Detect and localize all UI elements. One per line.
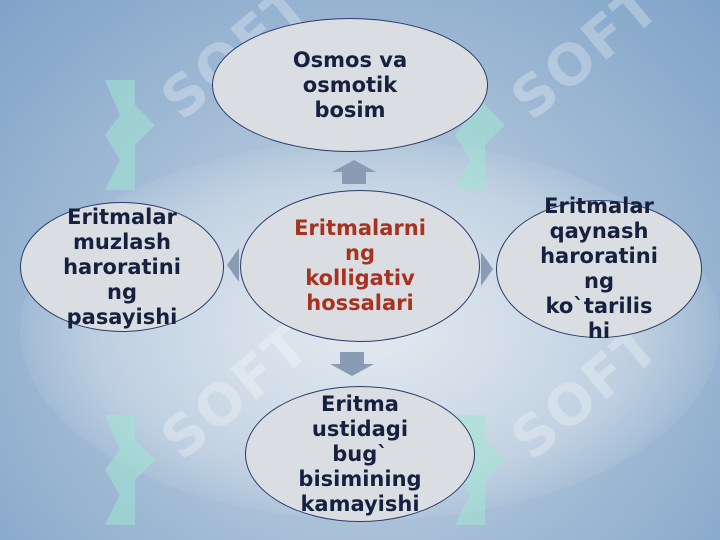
node-center: Eritmalarni ng kolligativ hossalari — [240, 190, 480, 342]
arrow-down-icon — [330, 352, 374, 376]
node-center-label: Eritmalarni ng kolligativ hossalari — [294, 216, 426, 315]
arrow-right-icon — [481, 252, 493, 286]
node-left: Eritmalar muzlash haroratini ng pasayish… — [20, 202, 224, 332]
watermark-logo-icon — [105, 80, 155, 190]
node-top-label: Osmos va osmotik bosim — [292, 47, 408, 122]
node-right-label: Eritmalar qaynash haroratini ng ko`taril… — [540, 194, 658, 343]
watermark-text: SOFT — [499, 0, 674, 133]
node-right: Eritmalar qaynash haroratini ng ko`taril… — [496, 194, 702, 343]
node-bottom: Eritma ustidagi bug` bisimining kamayish… — [245, 386, 475, 522]
node-left-label: Eritmalar muzlash haroratini ng pasayish… — [63, 204, 181, 329]
arrow-left-icon — [227, 248, 239, 282]
arrow-up-icon — [332, 160, 376, 184]
node-top: Osmos va osmotik bosim — [212, 18, 488, 152]
watermark-logo-icon — [105, 415, 155, 525]
node-bottom-label: Eritma ustidagi bug` bisimining kamayish… — [298, 391, 422, 516]
